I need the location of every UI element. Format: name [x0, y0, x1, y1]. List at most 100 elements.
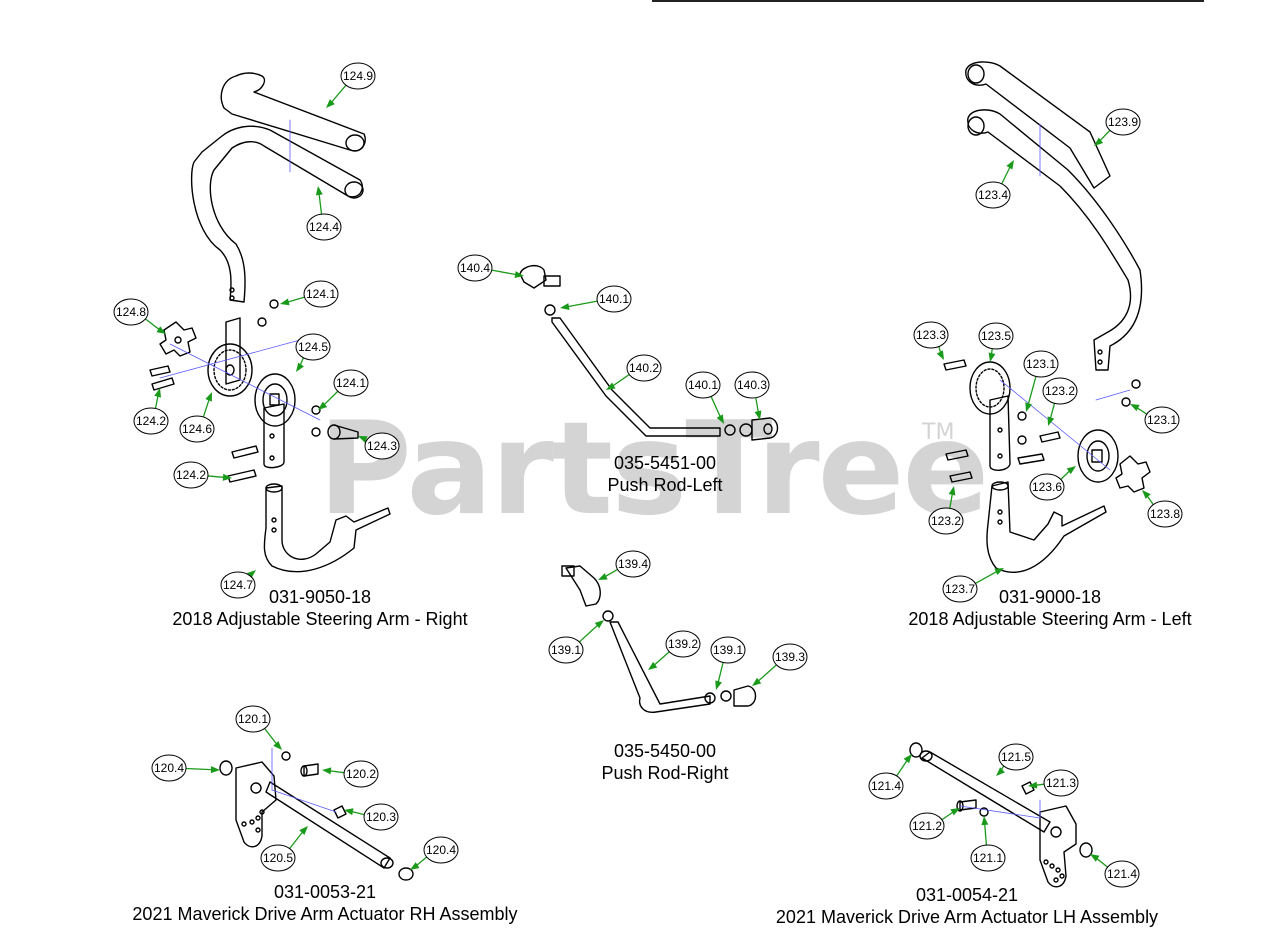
callout-123-3: 123.3	[913, 321, 949, 360]
leader-arrowhead	[606, 382, 616, 390]
leader-arrowhead	[326, 99, 335, 108]
callout-123-2: 123.2	[1042, 377, 1078, 426]
callout-bubble	[340, 62, 376, 90]
leader-line	[318, 191, 323, 215]
leader-arrowhead	[322, 767, 332, 775]
callout-124-2: 124.2	[173, 461, 232, 489]
callout-121-5: 121.5	[996, 743, 1034, 776]
callout-label: 124.7	[223, 578, 253, 592]
callout-120-2: 120.2	[322, 760, 379, 788]
steering-arm-right-drawing	[149, 72, 391, 573]
leader-arrowhead	[299, 826, 308, 835]
leader-arrowhead	[598, 573, 608, 580]
leader-arrowhead	[1006, 160, 1014, 170]
callout-139-3: 139.3	[752, 643, 808, 686]
callout-bubble	[173, 461, 209, 489]
callout-124-2: 124.2	[133, 388, 169, 435]
callout-123-5: 123.5	[978, 322, 1014, 362]
part-number: 031-9050-18	[268, 587, 372, 607]
callout-124-9: 124.9	[326, 62, 376, 108]
leader-line	[1027, 376, 1037, 407]
callout-label: 124.2	[136, 414, 166, 428]
callout-bubble	[615, 550, 651, 578]
callout-bubble	[1105, 108, 1141, 136]
callout-label: 124.2	[176, 468, 206, 482]
callout-label: 121.1	[973, 851, 1003, 865]
callout-label: 139.3	[775, 650, 805, 664]
callout-label: 140.2	[629, 361, 659, 375]
callout-label: 121.5	[1001, 750, 1031, 764]
callout-label: 140.1	[599, 292, 629, 306]
callout-121-4: 121.4	[1090, 854, 1140, 888]
callout-bubble	[1144, 406, 1180, 434]
callout-label: 124.1	[306, 287, 336, 301]
caption-actuator-lh: 031-0054-21 2021 Maverick Drive Arm Actu…	[752, 884, 1182, 928]
part-number: 035-5451-00	[613, 453, 717, 473]
caption-steering-right: 031-9050-18 2018 Adjustable Steering Arm…	[150, 586, 490, 630]
callout-label: 120.1	[238, 712, 268, 726]
leader-arrowhead	[1025, 402, 1033, 412]
leader-arrowhead	[950, 808, 960, 816]
leader-arrowhead	[560, 303, 570, 310]
callout-124-1: 124.1	[280, 280, 339, 308]
callout-121-1: 121.1	[970, 816, 1006, 872]
callout-124-3: 124.3	[358, 432, 400, 460]
callout-bubble	[596, 285, 632, 313]
leader-arrowhead	[156, 326, 166, 334]
leader-arrowhead	[936, 350, 944, 360]
callout-120-4: 120.4	[410, 836, 459, 870]
leader-line	[896, 758, 909, 777]
callout-label: 120.4	[154, 761, 184, 775]
callout-123-6: 123.6	[1029, 466, 1076, 501]
callout-120-1: 120.1	[235, 705, 282, 750]
callout-120-4: 120.4	[151, 754, 220, 782]
callout-label: 120.4	[426, 843, 456, 857]
callout-label: 124.1	[336, 376, 366, 390]
callout-bubble	[1042, 377, 1078, 405]
callout-bubble	[133, 407, 169, 435]
callout-label: 139.1	[551, 643, 581, 657]
leader-arrowhead	[222, 473, 232, 481]
trademark-mark: TM	[922, 420, 955, 445]
callout-bubble	[363, 803, 399, 831]
actuator-rh-drawing	[219, 747, 414, 881]
leader-arrowhead	[344, 808, 354, 816]
callout-bubble	[306, 213, 342, 241]
callout-label: 121.4	[1107, 867, 1137, 881]
callout-bubble	[113, 298, 149, 326]
callout-bubble	[220, 571, 256, 599]
callout-label: 121.2	[912, 819, 942, 833]
part-number: 031-0054-21	[915, 885, 1019, 905]
leader-line	[652, 651, 670, 667]
leader-line	[565, 300, 598, 308]
callout-124-7: 124.7	[220, 570, 256, 599]
callout-bubble	[1043, 769, 1079, 797]
push-rod-left-drawing	[519, 264, 779, 441]
callout-label: 139.1	[713, 643, 743, 657]
callout-bubble	[457, 254, 493, 282]
callout-label: 120.5	[263, 851, 293, 865]
callout-121-4: 121.4	[868, 754, 912, 800]
callout-bubble	[333, 369, 369, 397]
leader-arrowhead	[1094, 137, 1104, 146]
callout-123-7: 123.7	[942, 568, 1004, 603]
leader-arrowhead	[1142, 490, 1151, 499]
leader-line	[285, 296, 305, 304]
callout-label: 121.4	[871, 779, 901, 793]
callout-label: 123.2	[1045, 384, 1075, 398]
leader-line	[322, 390, 339, 407]
leader-line	[202, 397, 211, 418]
leader-line	[975, 570, 999, 584]
callout-label: 139.2	[668, 637, 698, 651]
callout-139-1: 139.1	[710, 636, 746, 690]
top-rule	[652, 0, 1204, 2]
callout-120-3: 120.3	[344, 803, 399, 831]
assembly-title: 2018 Adjustable Steering Arm - Right	[172, 609, 468, 629]
callout-bubble	[1104, 860, 1140, 888]
leader-arrowhead	[246, 570, 256, 579]
callout-bubble	[978, 322, 1014, 350]
callout-layer: 124.9124.4124.8124.1124.5124.1124.2124.6…	[113, 62, 1183, 888]
callout-bubble	[1029, 473, 1065, 501]
leader-arrowhead	[210, 766, 220, 774]
